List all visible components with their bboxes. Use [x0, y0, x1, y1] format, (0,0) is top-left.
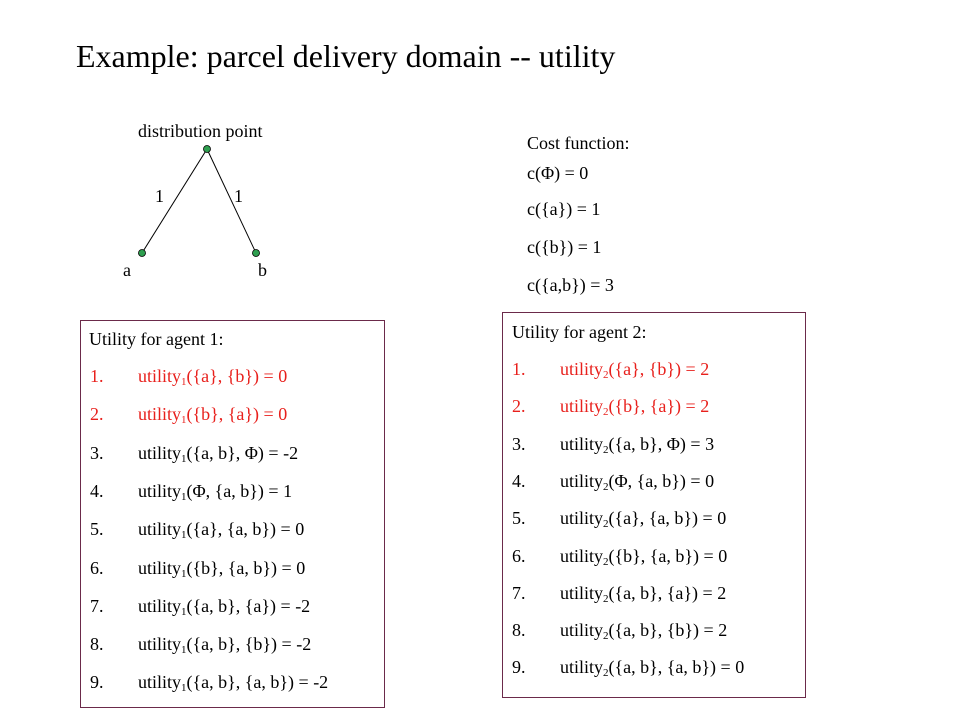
utility-expression: utility2(Φ, {a, b}) = 0: [560, 470, 715, 493]
item-number: 2.: [512, 396, 526, 417]
leaf-a-label: a: [123, 260, 131, 280]
leaf-b-label: b: [258, 260, 267, 280]
utility-expression: utility1({b}, {a}) = 0: [138, 404, 288, 427]
utility-expression: utility1({b}, {a, b}) = 0: [138, 557, 306, 580]
utility-expression: utility2({a, b}, {a}) = 2: [560, 582, 727, 605]
cost-line: c({a}) = 1: [527, 199, 601, 219]
agent2-utility-box: Utility for agent 2: 1. utility2({a}, {b}…: [502, 312, 806, 698]
item-number: 9.: [90, 672, 104, 693]
utility-expression: utility2({b}, {a}) = 2: [560, 396, 710, 419]
utility-expression: utility2({a, b}, {a, b}) = 0: [560, 657, 745, 680]
utility-expression: utility2({a, b}, {b}) = 2: [560, 620, 728, 643]
item-number: 1.: [90, 366, 104, 386]
edge-root-a: [141, 148, 208, 254]
utility-expression: utility1(Φ, {a, b}) = 1: [138, 480, 293, 503]
item-number: 8.: [90, 634, 104, 655]
cost-line: c({a,b}) = 3: [527, 275, 614, 295]
item-number: 3.: [90, 442, 104, 463]
item-number: 3.: [512, 433, 526, 454]
utility-expression: utility1({a, b}, {a}) = -2: [138, 595, 311, 618]
node-distribution-point: [203, 145, 211, 153]
utility-expression: utility2({a}, {a, b}) = 0: [560, 508, 727, 531]
utility-expression: utility2({a}, {b}) = 2: [560, 359, 710, 381]
item-number: 7.: [90, 595, 104, 616]
agent1-utility-box: Utility for agent 1: 1. utility1({a}, {b}…: [80, 320, 385, 708]
utility-expression: utility2({b}, {a, b}) = 0: [560, 545, 728, 568]
item-number: 4.: [512, 470, 526, 491]
node-a: [138, 249, 146, 257]
item-number: 6.: [512, 545, 526, 566]
item-number: 1.: [512, 359, 526, 379]
item-number: 7.: [512, 582, 526, 603]
cost-line: c(Φ) = 0: [527, 163, 589, 183]
utility-expression: utility1({a, b}, Φ) = -2: [138, 442, 299, 465]
right-edge-weight: 1: [234, 186, 243, 206]
item-number: 8.: [512, 620, 526, 641]
edge-root-b: [206, 148, 257, 254]
cost-heading: Cost function:: [527, 133, 630, 153]
root-label: distribution point: [138, 121, 263, 141]
slide-title: Example: parcel delivery domain -- utili…: [76, 38, 616, 74]
utility-expression: utility1({a, b}, {a, b}) = -2: [138, 672, 329, 695]
item-number: 5.: [512, 508, 526, 529]
item-number: 6.: [90, 557, 104, 578]
item-number: 5.: [90, 519, 104, 540]
item-number: 9.: [512, 657, 526, 678]
left-edge-weight: 1: [155, 186, 164, 206]
utility-expression: utility1({a}, {b}) = 0: [138, 366, 288, 388]
agent1-heading: Utility for agent 1:: [89, 329, 224, 349]
utility-expression: utility1({a, b}, {b}) = -2: [138, 634, 312, 657]
utility-expression: utility1({a}, {a, b}) = 0: [138, 519, 305, 542]
node-b: [252, 249, 260, 257]
item-number: 2.: [90, 404, 104, 425]
utility-expression: utility2({a, b}, Φ) = 3: [560, 433, 715, 456]
item-number: 4.: [90, 480, 104, 501]
cost-line: c({b}) = 1: [527, 237, 602, 257]
agent2-heading: Utility for agent 2:: [512, 322, 647, 342]
